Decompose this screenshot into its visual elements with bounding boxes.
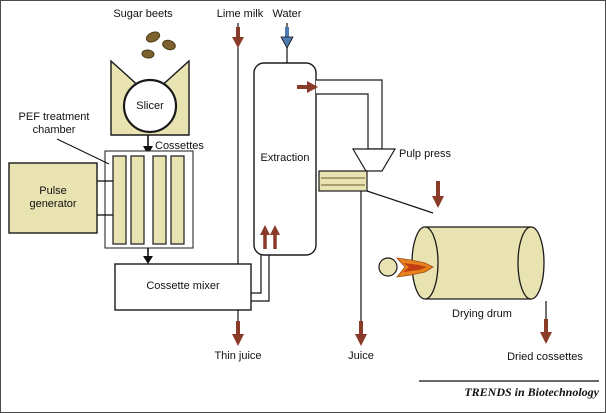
- slicer-disc: [122, 78, 178, 134]
- journal-credit: TRENDS in Biotechnology: [464, 385, 599, 399]
- label-lime-milk: Lime milk: [216, 8, 264, 20]
- label-slicer: Slicer: [136, 100, 164, 112]
- label-drying-drum: Drying drum: [452, 308, 512, 320]
- water-arrow-icon: [280, 27, 294, 49]
- label-juice: Juice: [348, 350, 374, 362]
- extraction-up-arrow-icon: [260, 225, 270, 249]
- pulse-generator-box: [8, 162, 98, 234]
- burner-flame-icon: [395, 257, 434, 278]
- fuel-nozzle-icon: [378, 257, 398, 277]
- extraction-up-arrow-icon: [270, 225, 280, 249]
- label-extraction: Extraction: [260, 152, 310, 164]
- press-to-drum-arrow-icon: [432, 181, 444, 208]
- pipe-extraction-to-press: [316, 79, 383, 150]
- lime-milk-arrow-icon: [232, 27, 244, 48]
- thin-juice-arrow-icon: [232, 321, 244, 346]
- label-cossettes: Cossettes: [155, 140, 204, 152]
- drying-drum-right-end: [517, 226, 545, 300]
- extraction-to-mixer-pipe: [251, 255, 262, 294]
- label-water: Water: [272, 8, 302, 20]
- label-dried-cossettes: Dried cossettes: [507, 351, 583, 363]
- label-thin-juice: Thin juice: [214, 350, 262, 362]
- label-sugar-beets: Sugar beets: [113, 8, 173, 20]
- label-pulp-press: Pulp press: [399, 148, 451, 160]
- label-pulse-generator: Pulse generator: [29, 185, 77, 210]
- extraction-to-mixer-pipe: [251, 255, 270, 302]
- press-discharge-chute: [366, 190, 434, 214]
- dried-cossettes-arrow-icon: [540, 319, 552, 344]
- extraction-column: [253, 62, 317, 256]
- to-press-right-arrow-icon: [297, 81, 318, 93]
- chamber-to-mixer-arrow-icon: [143, 248, 153, 264]
- pulp-press-screw: [318, 170, 368, 192]
- juice-arrow-icon: [355, 321, 367, 346]
- pef-pointer-line: [56, 138, 110, 165]
- cossette-mixer-box: [114, 263, 252, 311]
- pef-electrodes: [112, 155, 185, 245]
- pulp-press-funnel: [351, 148, 397, 172]
- label-cossette-mixer: Cossette mixer: [146, 280, 220, 292]
- drying-drum: [411, 226, 545, 300]
- sugar-beets-icon: [141, 31, 176, 59]
- label-pef-chamber: PEF treatment chamber: [18, 111, 90, 136]
